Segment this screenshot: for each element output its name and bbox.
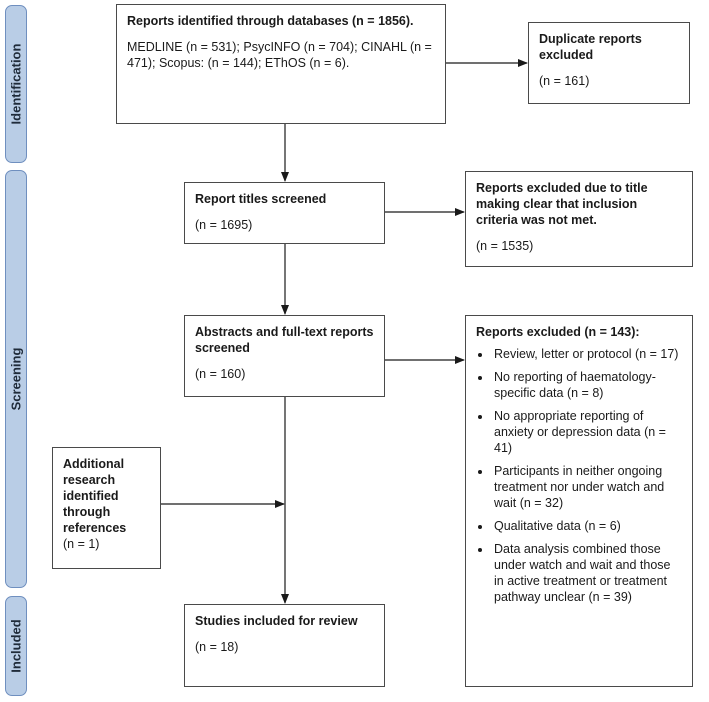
- box-titles-screened: Report titles screened (n = 1695): [184, 182, 385, 244]
- studies-included-title: Studies included for review: [195, 614, 358, 628]
- reports-identified-title: Reports identified through databases (n …: [127, 14, 414, 28]
- box-abstracts-screened: Abstracts and full-text reports screened…: [184, 315, 385, 397]
- abstracts-screened-count: (n = 160): [195, 367, 246, 381]
- exclusion-reason-item: Review, letter or protocol (n = 17): [492, 346, 682, 362]
- title-excluded-title: Reports excluded due to title making cle…: [476, 181, 648, 227]
- duplicates-count: (n = 161): [539, 74, 590, 88]
- exclusion-reason-item: Qualitative data (n = 6): [492, 518, 682, 534]
- exclusion-reason-item: Data analysis combined those under watch…: [492, 541, 682, 605]
- exclusion-reason-item: Participants in neither ongoing treatmen…: [492, 463, 682, 511]
- box-duplicates-excluded: Duplicate reports excluded (n = 161): [528, 22, 690, 104]
- box-title-excluded: Reports excluded due to title making cle…: [465, 171, 693, 267]
- titles-screened-title: Report titles screened: [195, 192, 327, 206]
- exclusion-reason-item: No appropriate reporting of anxiety or d…: [492, 408, 682, 456]
- exclusion-reason-item: No reporting of haematology-specific dat…: [492, 369, 682, 401]
- box-reports-identified: Reports identified through databases (n …: [116, 4, 446, 124]
- box-reports-excluded: Reports excluded (n = 143): Review, lett…: [465, 315, 693, 687]
- additional-research-title: Additional research identified through r…: [63, 457, 127, 535]
- exclusion-reasons-list: Review, letter or protocol (n = 17) No r…: [476, 346, 682, 605]
- reports-identified-sources: MEDLINE (n = 531); PsycINFO (n = 704); C…: [127, 40, 432, 70]
- abstracts-screened-title: Abstracts and full-text reports screened: [195, 325, 374, 355]
- box-studies-included: Studies included for review (n = 18): [184, 604, 385, 687]
- reports-excluded-title: Reports excluded (n = 143):: [476, 325, 640, 339]
- phase-included: Included: [5, 596, 27, 696]
- additional-research-count: (n = 1): [63, 537, 100, 551]
- studies-included-count: (n = 18): [195, 640, 239, 654]
- box-additional-research: Additional research identified through r…: [52, 447, 161, 569]
- phase-screening: Screening: [5, 170, 27, 588]
- duplicates-title: Duplicate reports excluded: [539, 32, 642, 62]
- title-excluded-count: (n = 1535): [476, 239, 534, 253]
- titles-screened-count: (n = 1695): [195, 218, 253, 232]
- phase-identification: Identification: [5, 5, 27, 163]
